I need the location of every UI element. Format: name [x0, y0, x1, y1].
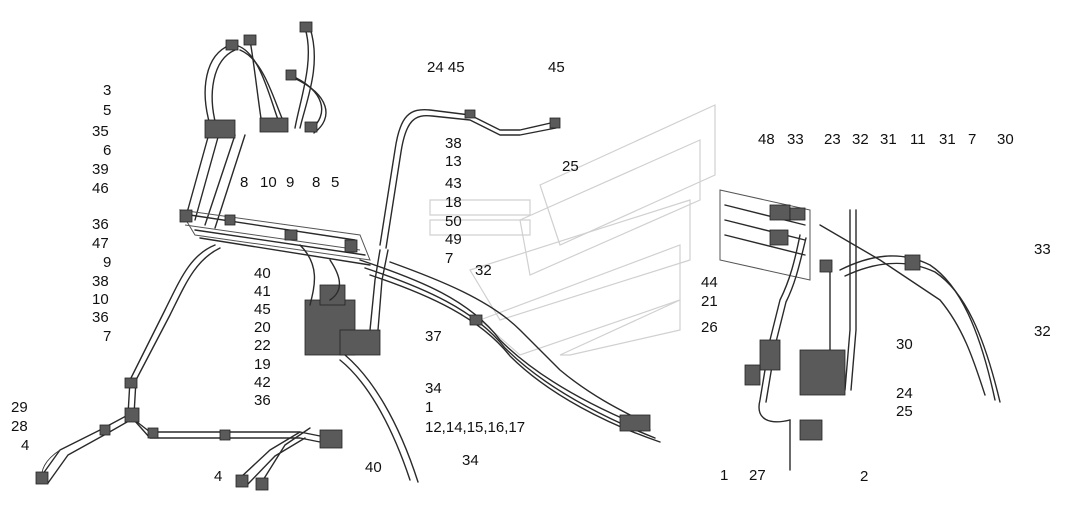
label: 50 — [445, 213, 462, 230]
label: 31 — [939, 131, 956, 148]
label: 19 — [254, 356, 271, 373]
label: 40 — [365, 459, 382, 476]
label: 45 — [254, 301, 271, 318]
label: 6 — [103, 142, 111, 159]
label: 49 — [445, 231, 462, 248]
label: 11 — [910, 131, 926, 148]
right-assembly — [719, 189, 1001, 471]
label: 32 — [1034, 323, 1051, 340]
label: 29 — [11, 399, 28, 416]
label: 2 — [860, 468, 868, 485]
label: 30 — [896, 336, 913, 353]
label: 40 — [254, 265, 271, 282]
label: 33 — [787, 131, 804, 148]
callout-labels: 3 5 35 6 39 46 36 47 9 38 10 36 7 29 28 … — [11, 59, 1051, 485]
label: 13 — [445, 153, 462, 170]
label: 27 — [749, 467, 766, 484]
label: 5 — [331, 174, 339, 191]
label: 4 — [21, 437, 29, 454]
label: 32 — [475, 262, 492, 279]
label: 22 — [254, 337, 271, 354]
label: 1 — [720, 467, 728, 484]
label: 21 — [701, 293, 718, 310]
label: 20 — [254, 319, 271, 336]
label: 38 — [92, 273, 109, 290]
label: 43 — [445, 175, 462, 192]
left-upper-hoses — [204, 21, 327, 134]
label: 31 — [880, 131, 897, 148]
label: 1 — [425, 399, 433, 416]
label: 7 — [445, 250, 453, 267]
label: 44 — [701, 274, 718, 291]
label: 46 — [92, 180, 109, 197]
label: 23 — [824, 131, 841, 148]
label: 25 — [562, 158, 579, 175]
label: 35 — [92, 123, 109, 140]
label: 9 — [103, 254, 111, 271]
label: 34 — [462, 452, 479, 469]
label: 7 — [103, 328, 111, 345]
left-frame — [179, 117, 371, 266]
label: 33 — [1034, 241, 1051, 258]
label: 26 — [701, 319, 718, 336]
left-lower-hoses — [35, 244, 343, 491]
label: 10 — [260, 174, 277, 191]
label: 36 — [92, 216, 109, 233]
label: 28 — [11, 418, 28, 435]
diagonal-hoses — [359, 259, 661, 443]
label: 7 — [968, 131, 976, 148]
label: 18 — [445, 194, 462, 211]
label: 32 — [852, 131, 869, 148]
label: 12,14,15,16,17 — [425, 419, 525, 436]
label: 42 — [254, 374, 271, 391]
label: 24 45 — [427, 59, 465, 76]
top-center-hose — [379, 108, 561, 249]
label: 36 — [92, 309, 109, 326]
label: 34 — [425, 380, 442, 397]
label: 8 — [240, 174, 248, 191]
label: 8 — [312, 174, 320, 191]
label: 37 — [425, 328, 442, 345]
label: 9 — [286, 174, 294, 191]
label: 3 — [103, 82, 111, 99]
label: 47 — [92, 235, 109, 252]
label: 10 — [92, 291, 109, 308]
label: 24 — [896, 385, 913, 402]
label: 30 — [997, 131, 1014, 148]
label: 45 — [548, 59, 565, 76]
label: 48 — [758, 131, 775, 148]
center-valve-block — [299, 244, 419, 483]
label: 4 — [214, 468, 222, 485]
label: 25 — [896, 403, 913, 420]
label: 39 — [92, 161, 109, 178]
label: 38 — [445, 135, 462, 152]
watermark-logo — [429, 104, 716, 356]
label: 5 — [103, 102, 111, 119]
label: 41 — [254, 283, 271, 300]
label: 36 — [254, 392, 271, 409]
